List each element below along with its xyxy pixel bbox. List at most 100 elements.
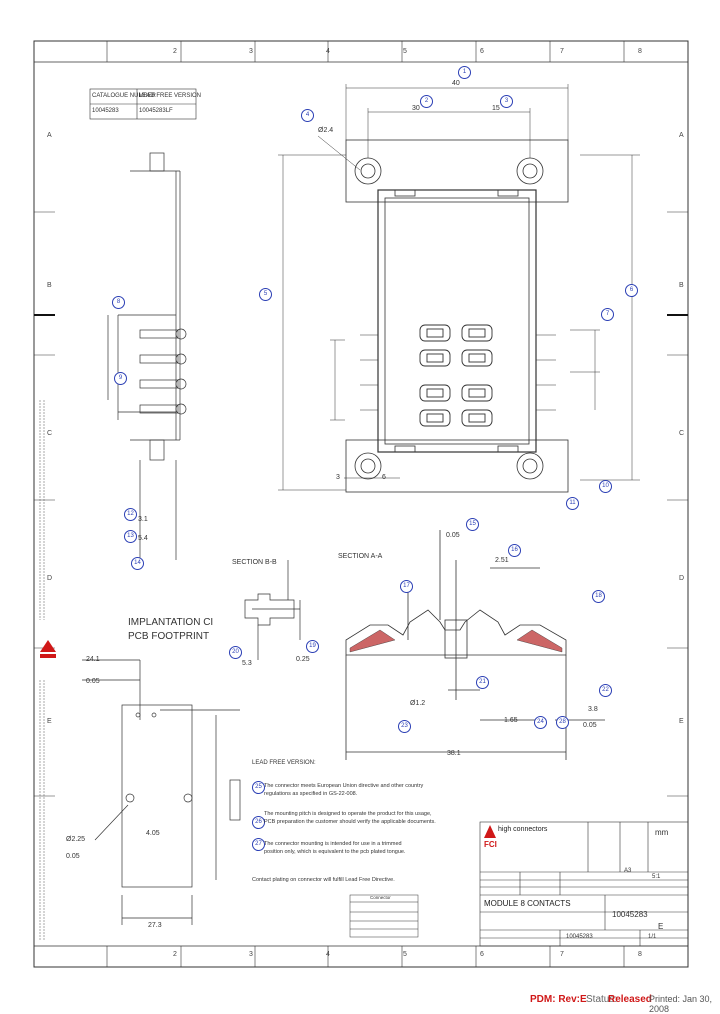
dim-5-3: 5.3 — [242, 660, 252, 667]
callout-27: 27 — [252, 838, 265, 851]
callout-19: 19 — [306, 640, 319, 653]
dim-4-05: 4.05 — [146, 830, 160, 837]
callout-13: 13 — [124, 530, 137, 543]
callout-21: 21 — [476, 676, 489, 689]
dim-2-51: 2.51 — [495, 557, 509, 564]
zone-top-5: 5 — [403, 48, 407, 55]
small-table-header: Connector — [370, 895, 391, 900]
zone-bottom-4: 4 — [326, 951, 330, 958]
zone-left-e: E — [47, 718, 52, 725]
dim-15: 15 — [492, 105, 500, 112]
tb-unit: mm — [655, 828, 669, 837]
section-bb-title: SECTION B-B — [232, 559, 277, 566]
zone-left-b: B — [47, 282, 52, 289]
zone-bottom-3: 3 — [249, 951, 253, 958]
tb-scale: 5:1 — [652, 874, 661, 880]
tb-title: MODULE 8 CONTACTS — [484, 899, 571, 908]
status-label: Status: — [586, 994, 618, 1005]
dim-5-4: 5.4 — [138, 535, 148, 542]
zone-left-d: D — [47, 575, 53, 582]
dim-38-1: 38.1 — [447, 750, 461, 757]
callout-3: 3 — [500, 95, 513, 108]
callout-28: 28 — [556, 716, 569, 729]
pcb-footprint-title: PCB FOOTPRINT — [128, 631, 210, 642]
callout-9: 9 — [114, 372, 127, 385]
zone-top-4: 4 — [326, 48, 330, 55]
callout-1: 1 — [458, 66, 471, 79]
dim-d2-4: Ø2.4 — [318, 127, 334, 134]
section-aa-title: SECTION A-A — [338, 553, 383, 560]
callout-2: 2 — [420, 95, 433, 108]
note-line-5: The connector mounting is intended for u… — [264, 841, 402, 847]
tb-sheet: 1/1 — [648, 934, 657, 940]
dim-1-65: 1.65 — [504, 717, 518, 724]
note-line-6: position only, which is equivalent to th… — [264, 849, 406, 855]
dim-6: 6 — [382, 474, 386, 481]
tb-drawing-number-bottom: 10045283 — [566, 934, 593, 940]
zone-left-a: A — [47, 132, 52, 139]
callout-12: 12 — [124, 508, 137, 521]
note-line-2: regulations as specified in GS-22-008. — [264, 791, 358, 797]
zone-bottom-2: 2 — [173, 951, 177, 958]
dim-3-1: 3.1 — [138, 516, 148, 523]
zone-top-2: 2 — [173, 48, 177, 55]
callout-18: 18 — [592, 590, 605, 603]
callout-22: 22 — [599, 684, 612, 697]
callout-4: 4 — [301, 109, 314, 122]
dim-3: 3 — [336, 474, 340, 481]
zone-top-6: 6 — [480, 48, 484, 55]
zone-top-7: 7 — [560, 48, 564, 55]
catalogue-cell-1: 10045283 — [92, 108, 119, 114]
dim-0-05: 0.05 — [583, 722, 597, 729]
callout-5: 5 — [259, 288, 272, 301]
zone-bottom-8: 8 — [638, 951, 642, 958]
zone-bottom-6: 6 — [480, 951, 484, 958]
tb-revision: E — [658, 922, 664, 931]
dim-d2-25: Ø2.25 — [66, 836, 86, 843]
dim-30: 30 — [412, 105, 420, 112]
notes-heading: LEAD FREE VERSION: — [252, 760, 316, 766]
zone-left-c: C — [47, 430, 53, 437]
note-line-3: The mounting pitch is designed to operat… — [264, 811, 432, 817]
callout-15: 15 — [466, 518, 479, 531]
status-value: Released — [608, 994, 652, 1005]
zone-right-d: D — [679, 575, 685, 582]
callout-20: 20 — [229, 646, 242, 659]
zone-right-c: C — [679, 430, 685, 437]
dim-0-05-hole: 0.05 — [66, 853, 80, 860]
callout-16: 16 — [508, 544, 521, 557]
dim-0-25: 0.25 — [296, 656, 310, 663]
callout-14: 14 — [131, 557, 144, 570]
implantation-title: IMPLANTATION CI — [128, 617, 214, 628]
zone-right-e: E — [679, 718, 684, 725]
callout-6: 6 — [625, 284, 638, 297]
dim-d1-2: Ø1.2 — [410, 700, 426, 707]
callout-23: 23 — [398, 720, 411, 733]
catalogue-header-1: CATALOGUE NUMBER — [92, 93, 156, 99]
callout-24: 24 — [534, 716, 547, 729]
callout-11: 11 — [566, 497, 579, 510]
callout-17: 17 — [400, 580, 413, 593]
zone-bottom-7: 7 — [560, 951, 564, 958]
tb-drawing-number: 10045283 — [612, 910, 648, 919]
tb-company-line: high connectors — [498, 826, 548, 833]
tb-company: FCI — [484, 840, 497, 849]
dim-27-3: 27.3 — [148, 922, 162, 929]
catalogue-cell-2: 10045283LF — [139, 108, 173, 114]
dim-0-05-pcb: 0.05 — [86, 678, 100, 685]
zone-right-a: A — [679, 132, 684, 139]
zone-bottom-5: 5 — [403, 951, 407, 958]
dim-0-05-section: 0.05 — [446, 532, 460, 539]
fci-logo-side — [40, 640, 56, 658]
dim-3-8: 3.8 — [588, 706, 598, 713]
zone-top-8: 8 — [638, 48, 642, 55]
callout-25: 25 — [252, 781, 265, 794]
zone-right-b: B — [679, 282, 684, 289]
dim-40: 40 — [452, 80, 460, 87]
zone-top-3: 3 — [249, 48, 253, 55]
tb-size: A3 — [624, 868, 632, 874]
callout-26: 26 — [252, 816, 265, 829]
note-line-4: PCB preparation the customer should veri… — [264, 819, 436, 825]
dim-24-1: 24.1 — [86, 656, 100, 663]
